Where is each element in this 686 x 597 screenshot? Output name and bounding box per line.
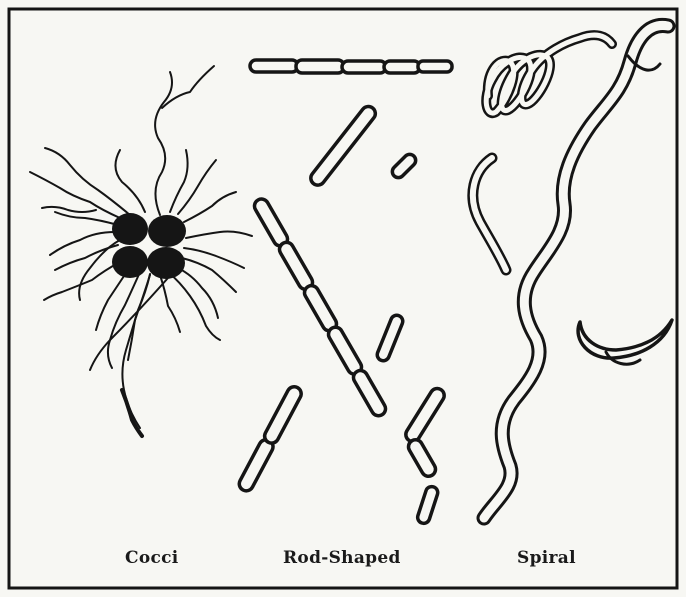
rod-group — [237, 60, 452, 525]
rod-chain-diagonal — [252, 197, 388, 419]
rod-chain-lower — [237, 384, 304, 493]
label-cocci: Cocci — [125, 548, 179, 568]
cocci-group — [30, 66, 252, 436]
label-spiral: Spiral — [517, 548, 576, 568]
rod-chain-bent — [403, 386, 447, 525]
rod-chain-horizontal — [250, 60, 452, 73]
cocci-cells — [112, 213, 186, 279]
spiral-group — [473, 25, 672, 518]
spiral-coil — [486, 35, 612, 113]
spiral-long-wave — [484, 25, 668, 518]
spiral-crescent — [578, 320, 672, 364]
cocci-flagella — [30, 66, 252, 428]
label-rod-shaped: Rod-Shaped — [283, 548, 401, 568]
spiral-short-curve — [473, 158, 506, 270]
